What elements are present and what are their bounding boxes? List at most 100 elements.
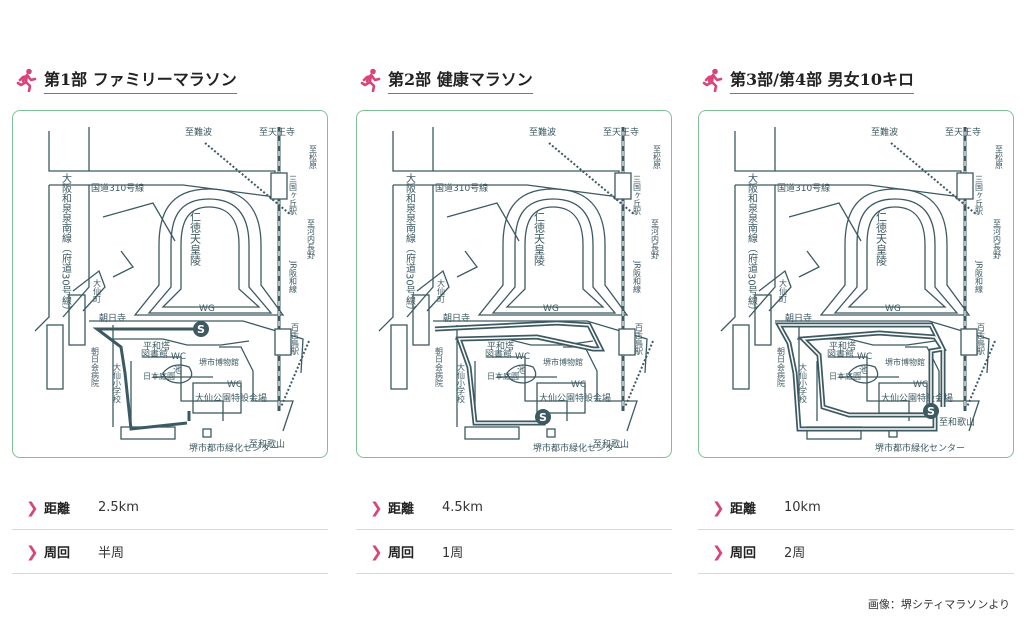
map-label: 堺市博物館	[543, 357, 583, 367]
map-label: WG	[199, 304, 215, 314]
map-label: 池	[517, 364, 526, 376]
map-label: 三国ヶ丘駅	[633, 175, 642, 216]
map-label: JR阪和線	[975, 260, 984, 293]
map-label: 大仙町	[779, 278, 788, 303]
map-label: 朝日会病院	[777, 347, 786, 388]
map-label: 百舌鳥駅	[635, 323, 644, 356]
map-label: WC	[571, 380, 586, 390]
distance-value: 4.5km	[442, 500, 483, 515]
map-label: 三国ヶ丘駅	[975, 175, 984, 216]
distance-label: 距離	[730, 502, 757, 517]
map-label: 堺市都市緑化センター	[189, 442, 279, 454]
distance-row: ❯ 距離 2.5km	[12, 486, 328, 530]
map-label: 堺市都市緑化センター	[875, 442, 965, 454]
chevron-right-icon: ❯	[712, 498, 725, 517]
map-label: WG	[885, 304, 901, 314]
map-label: 至和歌山	[249, 438, 285, 450]
map-label: 百舌鳥駅	[977, 323, 986, 356]
map-label: 百舌鳥駅	[291, 323, 300, 356]
map-label: 日本庭園	[487, 371, 519, 381]
map-label: 至松原	[995, 145, 1004, 169]
map-label: 至河内長野	[307, 219, 316, 259]
runner-icon	[360, 68, 382, 92]
map-label: 至天王寺	[603, 127, 639, 138]
map-label: 至松原	[309, 145, 318, 169]
map-label: 仁徳天皇陵	[875, 211, 888, 267]
course-title-2: 第2部 健康マラソン	[360, 66, 533, 94]
laps-row: ❯ 周回 半周	[12, 530, 328, 574]
map-label: 朝日会病院	[435, 347, 444, 388]
map-label: 堺市博物館	[199, 357, 239, 367]
map-label: 朝日寺	[443, 313, 470, 324]
image-credit: 画像：堺シティマラソンより	[867, 598, 1010, 611]
map-label: 堺市博物館	[885, 357, 925, 367]
map-label: 三国ヶ丘駅	[289, 175, 298, 216]
map-label: 仁徳天皇陵	[533, 211, 546, 267]
laps-value: 1周	[442, 546, 464, 561]
start-mark: S	[539, 411, 547, 424]
map-label: 至河内長野	[651, 219, 660, 259]
course-route	[92, 327, 201, 431]
map-label: 大阪和泉泉南線（府道30号線）	[746, 172, 758, 316]
map-label: 朝日寺	[99, 313, 126, 324]
distance-row: ❯ 距離 4.5km	[356, 486, 672, 530]
map-label: JR阪和線	[633, 260, 642, 293]
start-mark: S	[197, 323, 205, 336]
map-label: 至松原	[653, 145, 662, 169]
map-label: 大仙町	[93, 278, 102, 303]
map-label: 日本庭園	[829, 371, 861, 381]
map-label: 大仙小学校	[799, 362, 808, 404]
map-label: WC	[171, 352, 186, 362]
map-label: 平和塔	[829, 340, 856, 352]
map-label: 池	[859, 364, 868, 376]
map-label: 図書館	[827, 348, 854, 360]
map-label: WC	[913, 380, 928, 390]
laps-label: 周回	[730, 546, 757, 561]
map-label: WC	[857, 352, 872, 362]
map-label: 朝日会病院	[91, 347, 100, 388]
map-label: 大仙小学校	[113, 362, 122, 404]
map-label: 平和塔	[487, 340, 514, 352]
distance-label: 距離	[388, 502, 415, 517]
course-route	[434, 320, 606, 426]
map-label: 堺市都市緑化センター	[533, 442, 623, 454]
runner-icon	[702, 68, 724, 92]
map-label: JR阪和線	[289, 260, 298, 293]
course-card-2: 第2部 健康マラソン 至難波 至天王寺 国道310号線 至和歌山 堺市都市緑化セ…	[356, 0, 672, 623]
start-mark: S	[927, 405, 935, 418]
map-label: WC	[515, 352, 530, 362]
map-label: 国道310号線	[777, 182, 830, 194]
map-label: 大仙公園特設会場	[195, 392, 267, 404]
course-map-2: 至難波 至天王寺 国道310号線 至和歌山 堺市都市緑化センター 平和塔 図書館…	[356, 110, 672, 458]
map-label: 至天王寺	[259, 127, 295, 138]
map-label: 国道310号線	[435, 182, 488, 194]
map-label: 朝日寺	[785, 313, 812, 324]
map-label: 日本庭園	[143, 371, 175, 381]
course-title-1: 第1部 ファミリーマラソン	[16, 66, 237, 94]
map-label: 至難波	[871, 126, 898, 138]
course-route	[774, 322, 947, 432]
course-title-text: 第1部 ファミリーマラソン	[44, 66, 237, 94]
map-label: 大阪和泉泉南線（府道30号線）	[404, 172, 416, 316]
laps-value: 半周	[98, 546, 125, 561]
map-label: 国道310号線	[91, 182, 144, 194]
distance-row: ❯ 距離 10km	[698, 486, 1014, 530]
map-label: 至難波	[529, 126, 556, 138]
map-label: 大仙町	[437, 278, 446, 303]
distance-value: 2.5km	[98, 500, 139, 515]
laps-row: ❯ 周回 1周	[356, 530, 672, 574]
distance-label: 距離	[44, 502, 71, 517]
map-label: 至和歌山	[939, 416, 975, 428]
map-label: 至河内長野	[993, 219, 1002, 259]
map-label: 池	[173, 364, 182, 376]
chevron-right-icon: ❯	[370, 498, 383, 517]
map-label: 大仙公園特設会場	[881, 392, 953, 404]
course-title-text: 第2部 健康マラソン	[388, 66, 533, 94]
map-label: 大仙公園特設会場	[539, 392, 611, 404]
course-card-1: 第1部 ファミリーマラソン 至難波 至天王寺 国道310号線 至和歌山 堺市都市…	[12, 0, 328, 623]
map-label: WC	[227, 380, 242, 390]
map-label: 大仙小学校	[457, 362, 466, 404]
laps-label: 周回	[388, 546, 415, 561]
course-card-3: 第3部/第4部 男女10キロ 至難波 至天王寺 国道310号線 至和歌山 堺市都…	[698, 0, 1014, 623]
map-label: 至和歌山	[593, 438, 629, 450]
